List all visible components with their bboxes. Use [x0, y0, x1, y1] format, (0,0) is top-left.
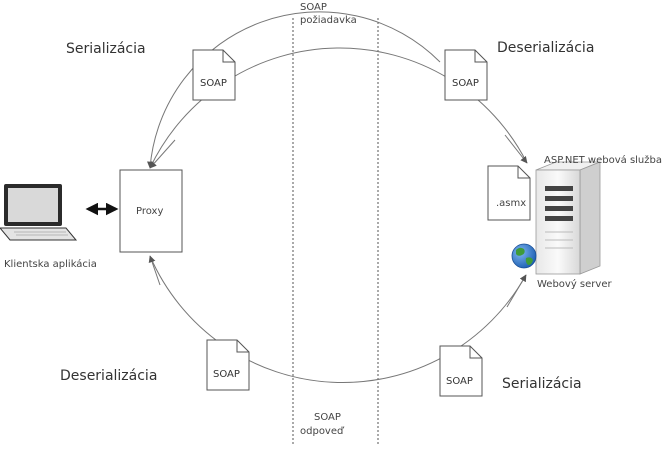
label-serialization-bottom: Serializácia [502, 376, 582, 392]
document-icon [444, 49, 488, 101]
channel-label-top-2: požiadavka [300, 14, 357, 26]
document-icon [206, 339, 250, 391]
doc-label-top-right: SOAP [452, 78, 479, 89]
server-label: Webový server [537, 278, 612, 290]
service-label: ASP.NET webová služba [544, 154, 662, 166]
arrow-into-server [504, 134, 528, 164]
document-icon [192, 49, 236, 101]
asmx-label: .asmx [496, 198, 526, 209]
label-deserialization-top: Deserializácia [497, 40, 594, 56]
proxy-box [119, 169, 183, 253]
doc-label-top-left: SOAP [200, 78, 227, 89]
arrow-up-to-server [506, 274, 527, 308]
arrow-into-proxy [149, 139, 176, 169]
server-icon [535, 161, 601, 275]
client-label: Klientska aplikácia [4, 258, 97, 270]
document-icon [439, 345, 483, 397]
arrow-up-to-proxy [148, 255, 161, 286]
doc-label-bottom-left: SOAP [213, 369, 240, 380]
channel-label-bottom-2: odpoveď [300, 426, 345, 437]
channel-label-top-1: SOAP [300, 2, 327, 13]
arc-request-left [147, 11, 441, 169]
arc-bottom [149, 255, 527, 383]
label-serialization-top: Serializácia [66, 41, 146, 57]
globe-icon [511, 243, 537, 269]
channel-label-bottom-1: SOAP [314, 412, 341, 423]
label-deserialization-bottom: Deserializácia [60, 368, 157, 384]
doc-label-bottom-right: SOAP [446, 376, 473, 387]
document-icon [487, 165, 531, 221]
laptop-icon [0, 184, 78, 241]
arc-top [149, 47, 528, 169]
proxy-label: Proxy [136, 206, 163, 217]
